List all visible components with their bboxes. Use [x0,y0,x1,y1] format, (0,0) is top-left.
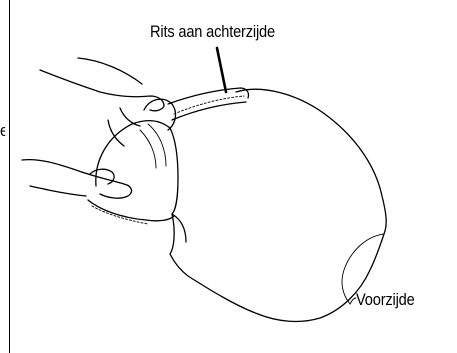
left-hand-lower [22,160,131,199]
front-label: Voorzijde [356,290,415,310]
cuff-loop-top [144,99,175,130]
thumb [90,169,114,184]
zipper-back-label: Rits aan achterzijde [150,22,275,42]
cuff-band-back [168,88,249,104]
left-hand-upper [40,70,164,111]
mitt-body-outline [170,89,386,321]
left-hand-lower-wrist [30,186,86,196]
cuff-band-front [170,214,186,254]
left-hand-upper-fingers [78,58,142,146]
opening-lining [96,121,178,214]
zipper-leader-line [217,48,226,92]
cuff-band-back-inner [172,102,246,120]
inner-fingers [140,124,166,168]
